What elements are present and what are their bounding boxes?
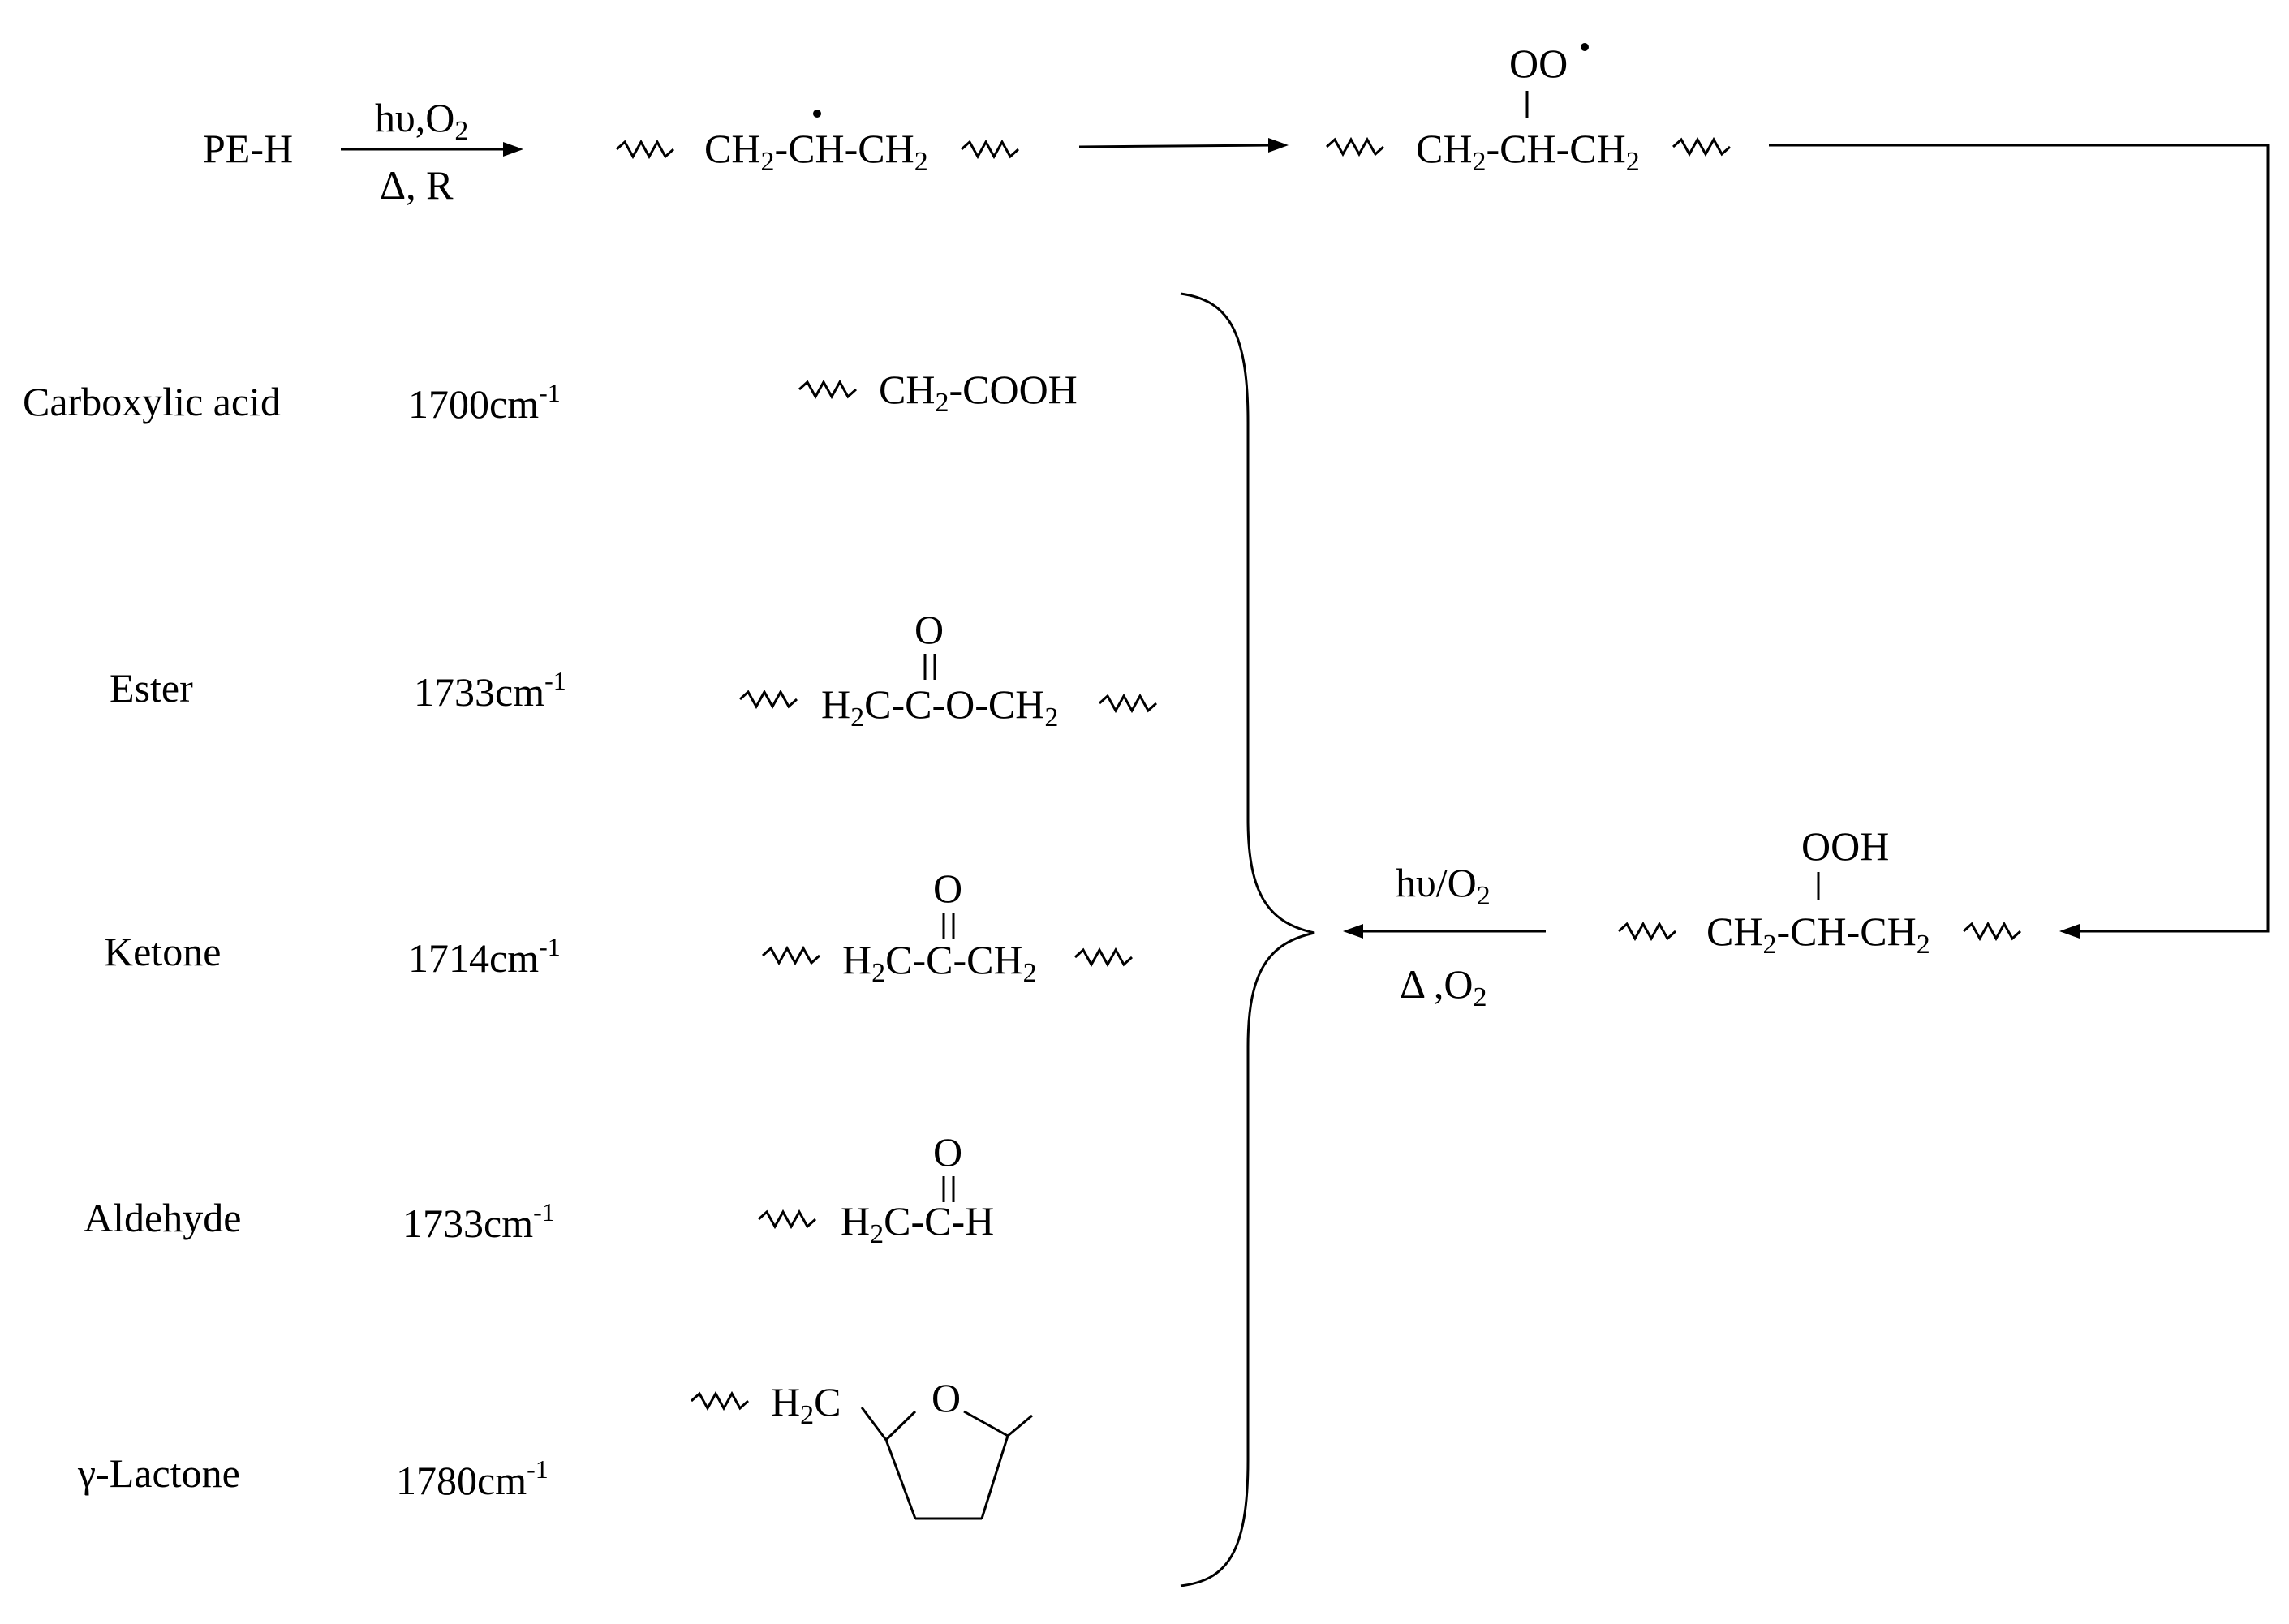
polymer-chain-wavy-icon — [757, 1209, 817, 1230]
polymer-chain-wavy-icon — [1098, 693, 1158, 714]
polymer-chain-wavy-icon — [738, 689, 798, 710]
ketone-formula: H2C-C-CH2 — [842, 937, 1037, 988]
polymer-chain-wavy-icon — [1672, 136, 1732, 157]
polymer-chain-wavy-icon — [761, 945, 821, 966]
arrow-initiation — [341, 142, 523, 157]
polymer-chain-wavy-icon — [798, 379, 858, 400]
product-row-gamma-lactone: γ-Lactone 1780cm-1 H2C O — [77, 1375, 1033, 1520]
product-row-carboxylic-acid: Carboxylic acid 1700cm-1 CH2-COOH — [23, 367, 1078, 427]
product-name: Ester — [110, 665, 193, 711]
aldehyde-formula: H2C-C-H — [841, 1198, 994, 1249]
peroxy-group-label: OO — [1509, 41, 1568, 86]
product-wavenumber: 1733cm-1 — [402, 1197, 555, 1246]
initiation-conditions-below: Δ, R — [380, 162, 454, 208]
polymer-chain-wavy-icon — [690, 1390, 750, 1411]
hydroperoxide-group-label: OOH — [1801, 823, 1889, 869]
product-row-aldehyde: Aldehyde 1733cm-1 O H2C-C-H — [84, 1129, 994, 1249]
ester-formula: H2C-C-O-CH2 — [821, 681, 1058, 733]
product-row-ester: Ester 1733cm-1 O H2C-C-O-CH2 — [110, 607, 1158, 733]
decomposition-conditions-below: Δ ,O2 — [1400, 961, 1487, 1012]
product-row-ketone: Ketone 1714cm-1 O H2C-C-CH2 — [104, 866, 1134, 988]
polymer-chain-wavy-icon — [1325, 136, 1385, 157]
product-name: Ketone — [104, 929, 221, 974]
arrow-oxygen-addition — [1078, 138, 1289, 153]
product-name: Aldehyde — [84, 1195, 241, 1240]
product-wavenumber: 1700cm-1 — [408, 378, 561, 427]
product-wavenumber: 1714cm-1 — [408, 932, 561, 981]
polymer-chain-wavy-icon — [1962, 921, 2022, 942]
peroxy-radical-formula: CH2-CH-CH2 — [1416, 126, 1640, 177]
radical-dot-icon — [1581, 43, 1589, 51]
polymer-chain-wavy-icon — [1617, 921, 1677, 942]
radical-dot-icon — [813, 110, 821, 118]
decomposition-conditions-above: hυ/O2 — [1396, 860, 1491, 911]
carboxylic-acid-formula: CH2-COOH — [879, 367, 1078, 418]
polymer-chain-wavy-icon — [1074, 947, 1134, 968]
ring-oxygen-label: O — [932, 1375, 961, 1420]
hydroperoxide-formula: CH2-CH-CH2 — [1706, 909, 1930, 960]
product-wavenumber: 1733cm-1 — [414, 666, 566, 715]
product-wavenumber: 1780cm-1 — [396, 1454, 549, 1503]
product-name: γ-Lactone — [77, 1450, 240, 1496]
connector-peroxy-to-hydroperoxide — [1769, 144, 2270, 939]
pe-h-label: PE-H — [203, 126, 293, 171]
product-name: Carboxylic acid — [23, 379, 281, 424]
initiation-conditions-above: hυ,O2 — [375, 95, 468, 146]
polymer-chain-wavy-icon — [960, 139, 1020, 160]
product-brace-icon — [1180, 292, 1315, 1587]
carbonyl-oxygen-label: O — [933, 1129, 962, 1175]
carbonyl-oxygen-label: O — [914, 607, 944, 652]
carbonyl-oxygen-label: O — [933, 866, 962, 911]
polymer-chain-wavy-icon — [615, 139, 675, 160]
lactone-chain-formula: H2C — [771, 1379, 841, 1430]
lactone-ring-icon — [860, 1407, 1033, 1520]
arrow-decomposition — [1343, 924, 1546, 939]
alkyl-radical-formula: CH2-CH-CH2 — [704, 126, 928, 177]
